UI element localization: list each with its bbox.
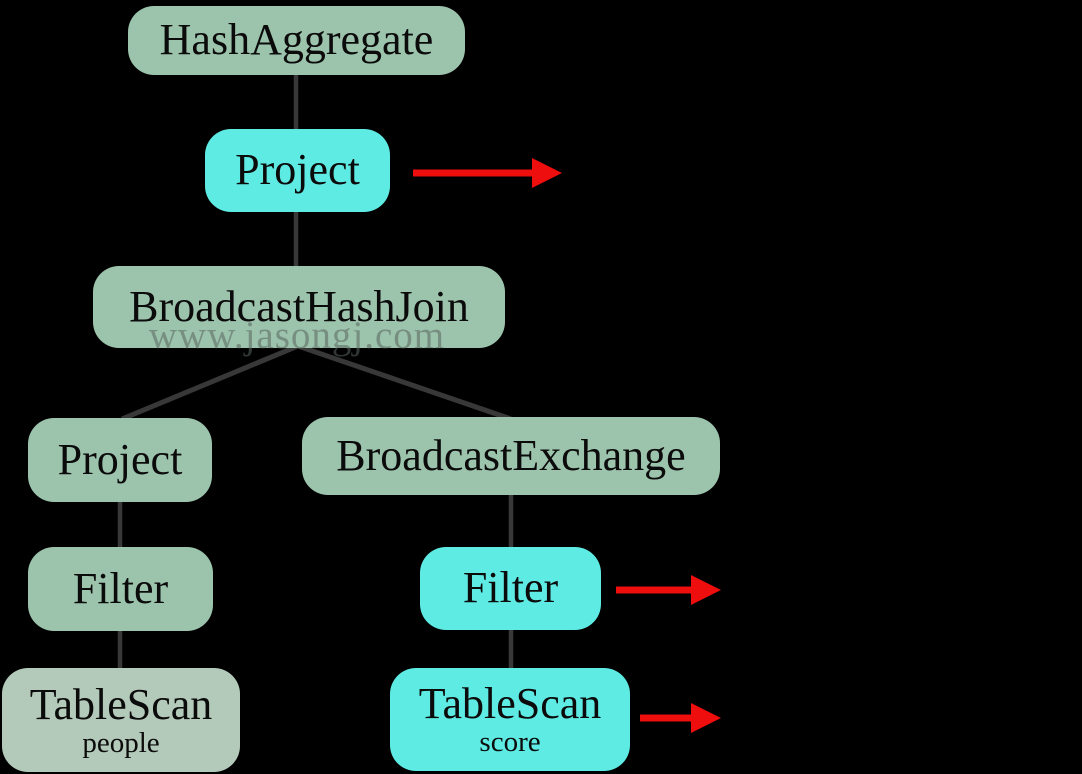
node-project-left: Project — [28, 418, 212, 502]
node-hash-aggregate-label: HashAggregate — [159, 15, 434, 65]
node-table-scan-score-sublabel: score — [479, 726, 541, 759]
node-broadcast-hash-join-label: BroadcastHashJoin — [129, 281, 469, 331]
node-project-left-label: Project — [57, 434, 183, 484]
node-broadcast-exchange: BroadcastExchange — [302, 417, 720, 495]
node-table-scan-people-label: TableScan — [29, 679, 213, 729]
node-table-scan-people-sublabel: people — [82, 726, 160, 759]
node-table-scan-people: TableScan people — [2, 668, 240, 772]
node-filter-left-label: Filter — [72, 563, 169, 613]
node-filter-left: Filter — [28, 547, 213, 631]
node-broadcast-hash-join: BroadcastHashJoin — [93, 266, 505, 348]
tablescan-red-arrow-icon — [640, 703, 721, 733]
node-project-top: Project — [205, 129, 390, 212]
node-broadcast-exchange-label: BroadcastExchange — [336, 430, 686, 480]
filter-red-arrow-icon — [616, 575, 721, 605]
edge-broadcasthashjoin-children — [121, 343, 512, 422]
node-hash-aggregate: HashAggregate — [128, 6, 465, 75]
node-table-scan-score-label: TableScan — [418, 679, 602, 729]
project-red-arrow-icon — [413, 158, 562, 188]
node-table-scan-score: TableScan score — [390, 668, 630, 771]
node-project-top-label: Project — [235, 145, 360, 195]
node-filter-right-label: Filter — [462, 563, 559, 613]
node-filter-right: Filter — [420, 547, 601, 630]
